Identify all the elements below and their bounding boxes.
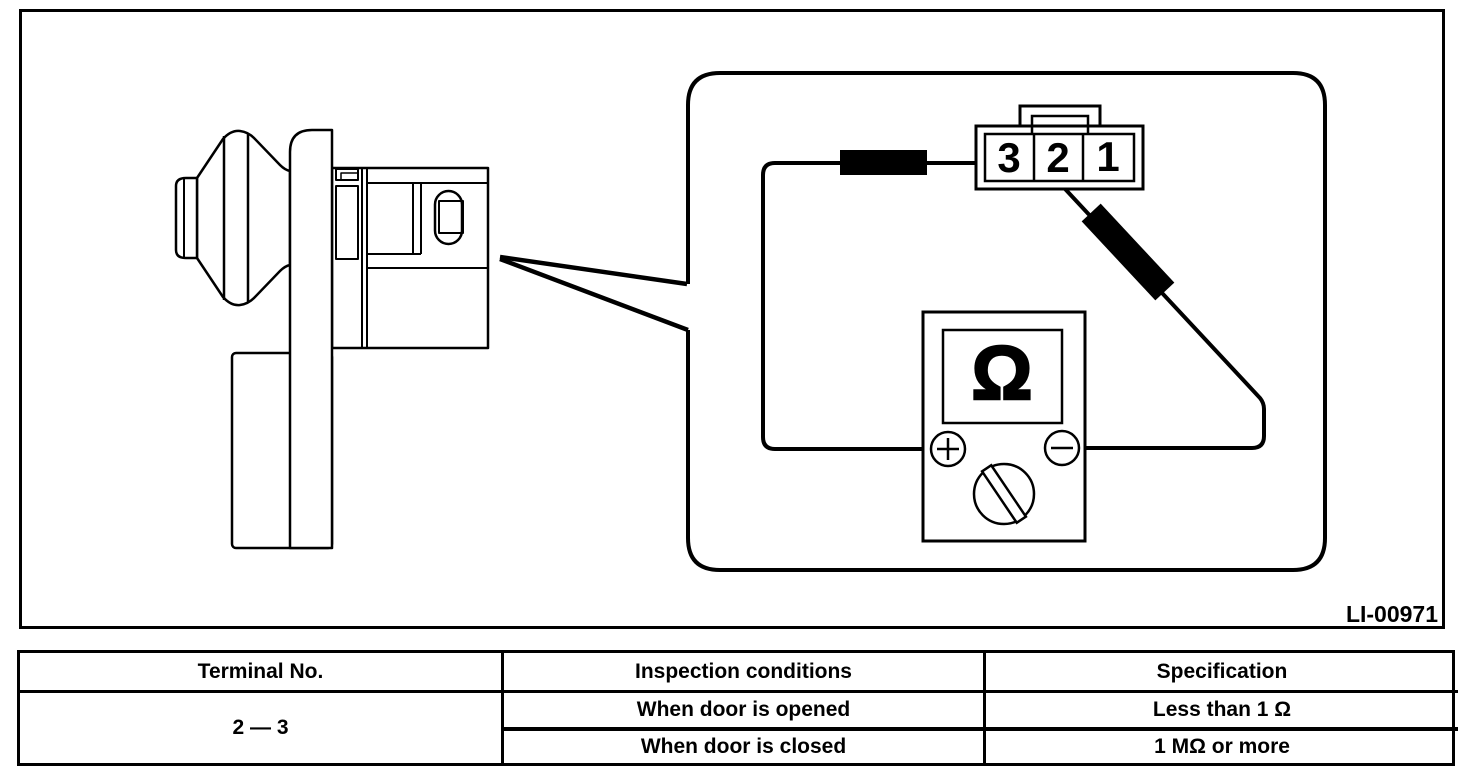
plunger-tip (174, 176, 199, 260)
table-cell-spec-closed: 1 MΩ or more (983, 727, 1458, 763)
connector-inner (983, 132, 1136, 183)
figure-code: LI-00971 (1345, 601, 1438, 627)
switch-body (330, 166, 490, 350)
mounting-plate (288, 128, 334, 550)
ohmmeter-display (941, 328, 1064, 425)
insulation-sleeve-diagonal (1081, 203, 1175, 301)
dial-knob-icon (980, 463, 1028, 525)
terminal-label-2: 2 (1046, 134, 1070, 181)
wire-terminal3-to-plus (761, 161, 990, 451)
terminal-label-3: 3 (997, 134, 1021, 181)
table-header-terminal-no: Terminal No. (197, 659, 324, 683)
table-cell-terminal-no: 2 — 3 (20, 690, 501, 763)
connector-socket-detail (433, 189, 464, 246)
insulation-sleeve-left (840, 150, 927, 175)
callout-bubble (686, 71, 1327, 572)
table-cell-spec-opened: Less than 1 Ω (983, 690, 1458, 727)
boot-seal (174, 129, 292, 307)
leader-lines (499, 254, 689, 333)
table-header-inspection-conditions: Inspection conditions (501, 653, 983, 690)
table-cell-condition-closed: When door is closed (501, 727, 983, 763)
plus-terminal-icon (929, 430, 967, 468)
selector-dial (972, 462, 1036, 526)
table-header-specification: Specification (983, 653, 1458, 690)
door-switch-drawing (174, 128, 490, 550)
spec-table: Terminal No. Inspection conditions Speci… (17, 650, 1458, 766)
table-cell-condition-opened: When door is opened (501, 690, 983, 727)
test-wiring (761, 150, 1266, 451)
ohm-symbol: Ω (970, 331, 1033, 416)
ohmmeter (921, 310, 1087, 543)
terminal-label-1: 1 (1096, 133, 1120, 180)
wire-terminal2-to-minus (1051, 174, 1266, 450)
connector-3pin (974, 104, 1145, 191)
minus-terminal-icon (1043, 429, 1081, 467)
